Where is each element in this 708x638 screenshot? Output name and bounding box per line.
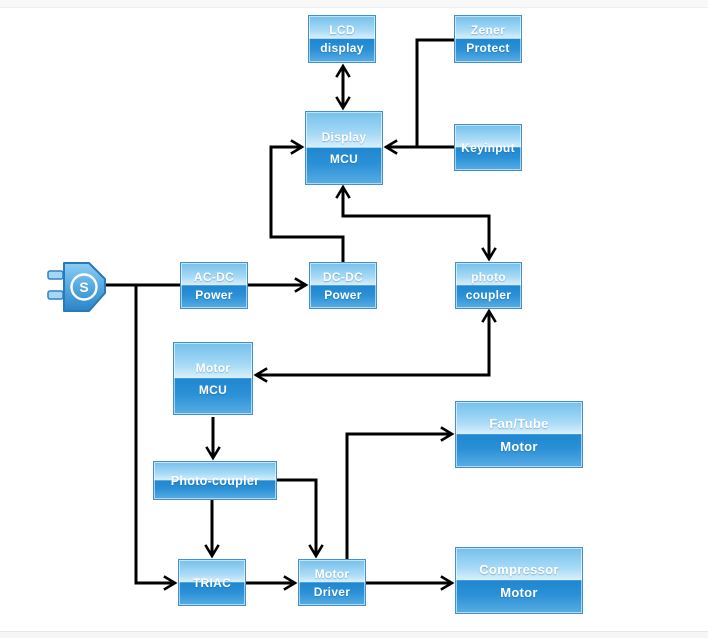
node-dcdc-power: DC-DC Power xyxy=(309,262,377,309)
node-label: Power xyxy=(195,287,233,302)
connector-motordriver-fantube xyxy=(345,426,455,559)
node-label: Protect xyxy=(466,41,510,55)
node-label: coupler xyxy=(465,287,512,302)
node-keyinput: Keyinput xyxy=(454,124,522,171)
node-label: DC-DC xyxy=(322,269,364,284)
connector-photocoupler2-motordriver xyxy=(277,478,324,559)
plug-prong-bottom xyxy=(47,290,64,300)
node-label: Photo-coupler xyxy=(170,473,260,488)
node-photo-coupler-drive: Photo-coupler xyxy=(153,461,277,500)
plug-prong-top xyxy=(47,270,64,280)
plug-letter: S xyxy=(79,279,88,295)
node-label: display xyxy=(320,41,364,55)
node-label: Motor xyxy=(500,584,538,600)
node-label: AC-DC xyxy=(193,269,235,284)
page-bottom-strip xyxy=(0,631,708,638)
node-fan-tube-motor: Fan/Tube Motor xyxy=(455,401,583,468)
node-acdc-power: AC-DC Power xyxy=(180,262,248,309)
connector-mains-triac xyxy=(134,285,178,591)
plug-ring xyxy=(70,273,98,301)
node-label: Compressor xyxy=(479,561,559,577)
node-motor-driver: Motor Driver xyxy=(298,559,366,606)
node-display-mcu: Display MCU xyxy=(305,111,383,185)
node-label: Motor xyxy=(314,566,350,581)
node-triac: TRIAC xyxy=(178,559,246,606)
connector-photocoupler-motormcu xyxy=(253,308,497,383)
node-label: Driver xyxy=(313,584,351,599)
node-zener-protect: Zener Protect xyxy=(454,15,522,63)
node-label: Motor xyxy=(195,360,231,375)
node-label: Display xyxy=(321,130,367,144)
node-label: TRIAC xyxy=(192,575,232,590)
node-label: Power xyxy=(324,287,362,302)
connector-zener-junction xyxy=(415,38,454,147)
page-top-strip xyxy=(0,0,708,8)
node-lcd-display: LCD display xyxy=(308,15,376,63)
node-motor-mcu: Motor MCU xyxy=(173,342,253,415)
node-label: photo xyxy=(471,269,506,284)
node-label: MCU xyxy=(198,382,228,397)
node-label: Fan/Tube xyxy=(489,415,549,431)
node-compressor-motor: Compressor Motor xyxy=(455,547,583,614)
node-label: Motor xyxy=(500,438,538,454)
node-label: MCU xyxy=(329,152,359,166)
node-label: LCD xyxy=(329,23,355,37)
node-label: Keyinput xyxy=(461,140,515,155)
node-photo-coupler-signal: photo coupler xyxy=(455,262,522,309)
power-plug-icon: S xyxy=(47,262,106,312)
plug-body xyxy=(63,262,106,312)
node-label: Zener xyxy=(470,23,506,37)
connector-displaymcu-photocoupler xyxy=(335,184,497,262)
